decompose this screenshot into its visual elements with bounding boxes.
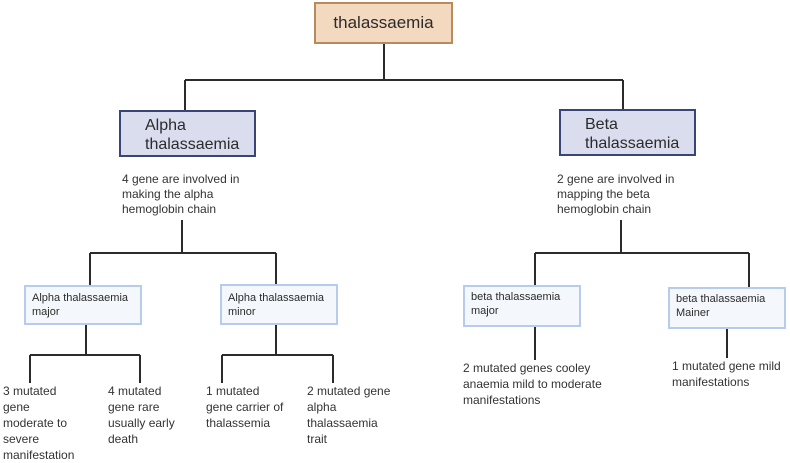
beta-major-node: beta thalassaemia major [463, 285, 581, 327]
alpha-major-label: Alpha thalassaemia major [32, 292, 129, 318]
alpha-thalassaemia-label: Alpha thalassaemia [145, 117, 240, 153]
beta-major-outcome: 2 mutated genes cooley anaemia mild to m… [463, 361, 602, 407]
beta-thalassaemia-node: Beta thalassaemia [559, 109, 696, 156]
alpha-description: 4 gene are involved in making the alpha … [122, 172, 240, 216]
beta-thalassaemia-label: Beta thalassaemia [585, 116, 680, 152]
alpha-major-outcome-3-genes: 3 mutated gene moderate to severe manife… [3, 384, 75, 462]
alpha-minor-outcome-1-gene: 1 mutated gene carrier of thalassemia [206, 384, 284, 430]
alpha-minor-outcome-2-genes: 2 mutated gene alpha thalassaemia trait [307, 384, 391, 446]
alpha-minor-node: Alpha thalassaemia minor [220, 284, 338, 325]
beta-minor-node: beta thalassaemia Mainer [668, 287, 786, 329]
beta-major-label: beta thalassaemia major [471, 291, 561, 317]
alpha-major-outcome-4-genes: 4 mutated gene rare usually early death [108, 384, 175, 446]
alpha-major-node: Alpha thalassaemia major [24, 285, 142, 325]
alpha-minor-label: Alpha thalassaemia minor [228, 291, 325, 318]
root-node-label: thalassaemia [333, 13, 434, 32]
beta-description: 2 gene are involved in mapping the beta … [557, 172, 675, 216]
beta-minor-outcome: 1 mutated gene mild manifestations [672, 359, 781, 389]
alpha-thalassaemia-node: Alpha thalassaemia [119, 110, 256, 157]
beta-minor-label: beta thalassaemia Mainer [676, 293, 766, 319]
root-node: thalassaemia [314, 2, 453, 44]
